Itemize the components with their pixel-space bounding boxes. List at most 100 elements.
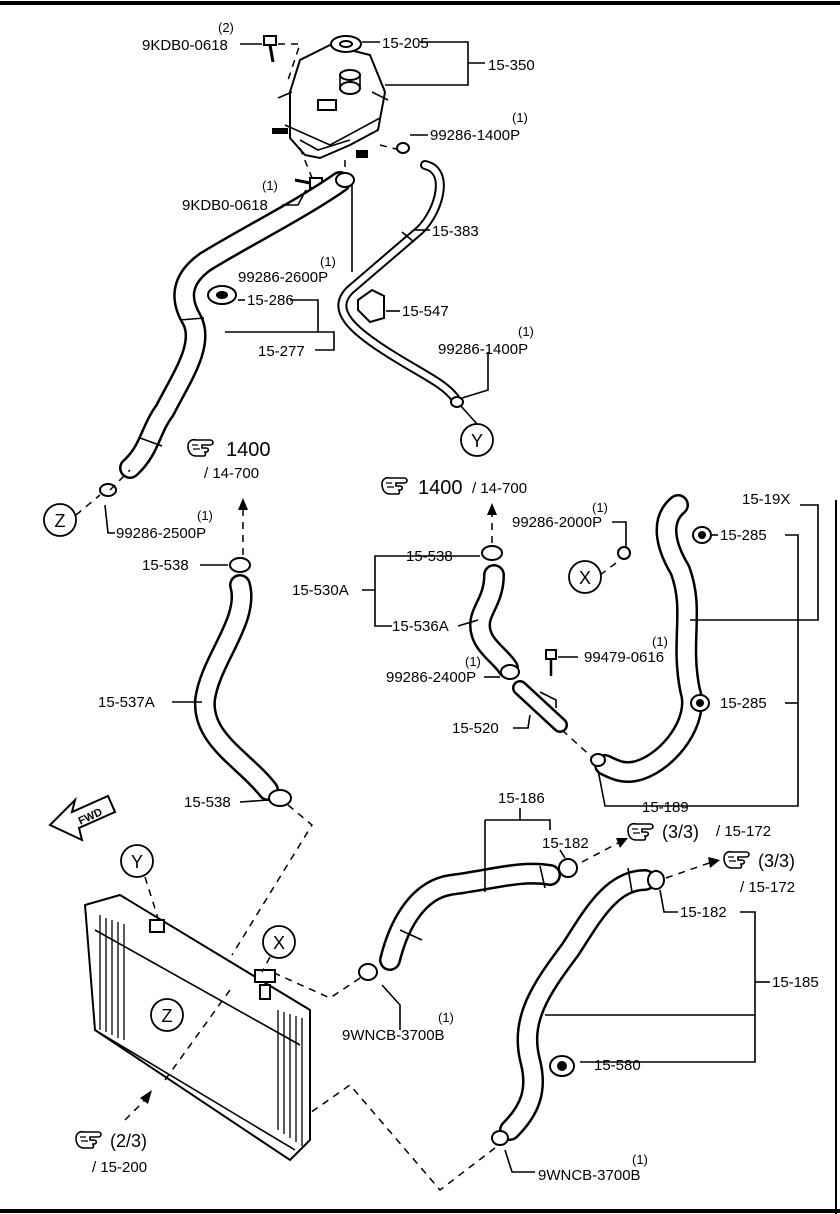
pointing-hand-icon — [187, 438, 214, 457]
svg-text:(2/3): (2/3) — [110, 1131, 147, 1151]
hose-15-536A — [469, 564, 519, 679]
label-15-285-a: 15-285 — [720, 527, 767, 544]
hose-15-383 — [337, 160, 460, 403]
label-15-185: 15-185 — [772, 974, 819, 991]
pipe-15-520 — [512, 680, 568, 733]
reference-15-200: (2/3) / 15-200 — [75, 1130, 147, 1176]
clamp-15-182-a — [558, 858, 578, 878]
label-15-536a: 15-536A — [392, 618, 449, 635]
clip-99286-1400P-top — [396, 142, 410, 154]
pointing-hand-icon — [381, 476, 408, 495]
reservoir-tank — [272, 43, 389, 160]
connector-x-right: X — [568, 560, 602, 594]
pointing-hand-icon — [627, 822, 654, 841]
label-9kdb0-low: 9KDB0-0618 — [182, 197, 268, 214]
svg-text:X: X — [579, 568, 591, 588]
reference-1400-right: 1400 / 14-700 — [381, 476, 527, 499]
svg-text:(3/3): (3/3) — [758, 851, 795, 871]
svg-text:X: X — [273, 933, 285, 953]
label-15-538-b: 15-538 — [406, 548, 453, 565]
label-15-538-a: 15-538 — [142, 557, 189, 574]
part-labels: (2) 9KDB0-0618 15-205 15-350 (1) 99286-1… — [98, 20, 819, 1184]
clip-99286-1400P-mid — [450, 396, 464, 408]
svg-text:Y: Y — [131, 852, 143, 872]
label-99286-2000: 99286-2000P — [512, 514, 602, 531]
label-15-538-c: 15-538 — [184, 794, 231, 811]
label-15-580: 15-580 — [594, 1057, 641, 1074]
label-15-182-b: 15-182 — [680, 904, 727, 921]
reference-15-172-a: (3/3) / 15-172 — [627, 822, 771, 842]
hose-15-537A — [193, 574, 279, 801]
label-99479: 99479-0616 — [584, 649, 664, 666]
connector-z-left: Z — [43, 494, 101, 537]
clamp-15-285-b — [690, 694, 710, 712]
svg-text:/ 14-700: / 14-700 — [204, 465, 259, 482]
pointing-hand-icon — [723, 850, 750, 869]
reservoir-cap — [330, 35, 362, 53]
label-15-286: 15-286 — [247, 292, 294, 309]
label-99286-2500: 99286-2500P — [116, 525, 206, 542]
bolt-99479-0616 — [545, 649, 557, 676]
label-15-189: 15-189 — [642, 799, 689, 816]
label-15-350: 15-350 — [488, 57, 535, 74]
reference-15-172-b: (3/3) / 15-172 — [723, 850, 795, 896]
clip-99286-2400P — [500, 664, 520, 680]
leader-lines — [104, 41, 819, 1173]
qty-99286-2600: (1) — [320, 254, 336, 269]
qty-9kdb0-top: (2) — [218, 20, 234, 35]
bracket-15-547 — [357, 288, 385, 324]
svg-text:Z: Z — [55, 511, 66, 531]
label-15-285-b: 15-285 — [720, 695, 767, 712]
reference-1400-left: 1400 / 14-700 — [187, 438, 271, 482]
label-9wncb-b: 9WNCB-3700B — [538, 1167, 641, 1184]
connector-y-radiator: Y — [120, 844, 159, 919]
clamp-15-286 — [207, 285, 237, 305]
qty-99479: (1) — [652, 634, 668, 649]
label-99286-2400: 99286-2400P — [386, 669, 476, 686]
label-99286-1400-mid: 99286-1400P — [438, 341, 528, 358]
svg-text:(3/3): (3/3) — [662, 822, 699, 842]
bolt-top — [263, 35, 277, 63]
svg-text:/ 15-172: / 15-172 — [740, 879, 795, 896]
label-99286-1400-top: 99286-1400P — [430, 127, 520, 144]
hose-15-277 — [119, 171, 351, 479]
connector-y-top: Y — [459, 404, 494, 457]
clamp-15-580 — [549, 1055, 575, 1077]
qty-9kdb0-low: (1) — [262, 178, 278, 193]
label-9wncb-a: 9WNCB-3700B — [342, 1027, 445, 1044]
label-15-186: 15-186 — [498, 790, 545, 807]
label-15-537a: 15-537A — [98, 694, 155, 711]
svg-text:Y: Y — [471, 431, 483, 451]
clamp-15-538-c — [268, 789, 292, 807]
svg-text:1400: 1400 — [418, 477, 463, 499]
qty-99286-1400-mid: (1) — [518, 324, 534, 339]
clip-99286-2000P — [617, 546, 631, 560]
svg-text:1400: 1400 — [226, 439, 271, 461]
qty-99286-2000: (1) — [592, 500, 608, 515]
clip-15-189-end — [590, 753, 606, 767]
svg-text:/ 15-200: / 15-200 — [92, 1159, 147, 1176]
label-99286-2600: 99286-2600P — [238, 269, 328, 286]
qty-99286-1400-top: (1) — [512, 110, 528, 125]
label-15-182-a: 15-182 — [542, 835, 589, 852]
clamp-15-538-b — [481, 545, 503, 561]
qty-99286-2400: (1) — [465, 654, 481, 669]
hose-15-186 — [379, 862, 561, 971]
label-15-530a: 15-530A — [292, 582, 349, 599]
label-15-547: 15-547 — [402, 303, 449, 320]
clip-9WNCB-3700B-b — [491, 1130, 509, 1146]
radiator — [83, 893, 311, 1162]
label-15-19x: 15-19X — [742, 491, 790, 508]
svg-text:/ 14-700: / 14-700 — [472, 480, 527, 497]
clamp-15-285-a — [692, 526, 712, 544]
label-15-383: 15-383 — [432, 223, 479, 240]
clip-9WNCB-3700B-a — [358, 963, 378, 981]
qty-9wncb-b: (1) — [632, 1152, 648, 1167]
connector-x-radiator: X — [261, 925, 296, 973]
forward-arrow-icon: FWD — [48, 794, 117, 842]
label-9kdb0-top: 9KDB0-0618 — [142, 37, 228, 54]
clamp-15-182-b — [647, 870, 665, 890]
pointing-hand-icon — [75, 1130, 102, 1149]
qty-99286-2500: (1) — [197, 508, 213, 523]
